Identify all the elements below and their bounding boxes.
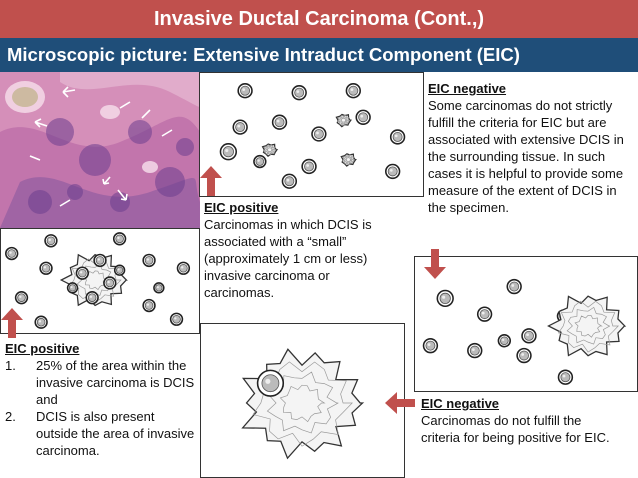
arrow-down-icon	[424, 249, 446, 279]
invasive-carcinoma-separate	[547, 295, 627, 357]
duct-circle	[253, 154, 267, 169]
slide-title: Invasive Ductal Carcinoma (Cont.,)	[0, 0, 638, 38]
duct-circle	[355, 109, 371, 125]
duct-circle	[75, 266, 90, 280]
text-eic-negative-top: EIC negative Some carcinomas do not stri…	[428, 80, 635, 216]
duct-circle	[476, 306, 493, 322]
duct-circle	[44, 234, 58, 248]
diagram-large-invasive-carcinoma	[200, 323, 405, 478]
duct-circle	[436, 289, 454, 308]
invasive-focus	[261, 143, 279, 157]
duct-circle	[232, 119, 248, 135]
duct-circle	[557, 369, 574, 385]
duct-circle	[142, 253, 156, 268]
diagram-left-small-focus	[0, 228, 200, 334]
duct-circle	[271, 114, 288, 130]
duct-circle	[256, 369, 285, 397]
duct-circle	[85, 291, 99, 305]
heading-eic-positive: EIC positive	[204, 200, 279, 215]
duct-circle	[389, 129, 406, 145]
diagram-right-separate-invasive	[414, 256, 638, 392]
text-eic-negative-bottom: EIC negative Carcinomas do not fulfill t…	[421, 395, 621, 446]
list-item: 2. DCIS is also present outside the area…	[5, 409, 195, 458]
duct-circle	[385, 163, 401, 180]
diagram-ducts-top-center	[199, 72, 424, 197]
arrow-left-icon	[385, 392, 415, 414]
invasive-carcinoma-large	[241, 348, 365, 460]
invasive-focus	[335, 113, 352, 128]
duct-circle	[291, 85, 307, 101]
duct-circle	[5, 246, 19, 261]
arrow-up-icon	[200, 166, 222, 196]
invasive-focus	[340, 153, 357, 167]
body-text: Carcinomas in which DCIS is associated w…	[204, 217, 372, 300]
duct-circle	[169, 312, 184, 326]
body-text: Carcinomas do not fulfill the criteria f…	[421, 413, 610, 445]
duct-circle	[311, 126, 327, 142]
duct-circle	[176, 261, 191, 275]
duct-circle	[34, 315, 48, 329]
slide-subtitle: Microscopic picture: Extensive Intraduct…	[0, 38, 638, 72]
text-eic-positive-left: EIC positive 1. 25% of the area within t…	[5, 340, 195, 459]
duct-circle	[66, 282, 79, 294]
duct-circle	[345, 83, 361, 99]
heading-eic-positive: EIC positive	[5, 341, 80, 356]
duct-circle	[142, 298, 156, 313]
criteria-list: 1. 25% of the area within the invasive c…	[5, 357, 195, 459]
duct-circle	[39, 261, 53, 275]
histology-micrograph	[0, 72, 200, 228]
arrow-up-icon	[1, 308, 23, 338]
duct-circle	[301, 158, 317, 175]
duct-circle	[112, 232, 127, 246]
duct-circle	[467, 342, 483, 359]
text-eic-positive-center: EIC positive Carcinomas in which DCIS is…	[204, 199, 394, 301]
duct-circle	[516, 347, 532, 364]
duct-circle	[219, 143, 238, 161]
duct-circle	[153, 282, 165, 294]
duct-circle	[506, 278, 522, 295]
duct-circle	[113, 264, 126, 276]
duct-circle	[14, 291, 29, 305]
duct-circle	[93, 253, 107, 268]
duct-circle	[521, 328, 537, 344]
duct-circle	[281, 173, 298, 189]
heading-eic-negative: EIC negative	[421, 396, 500, 411]
duct-circle	[237, 83, 253, 99]
duct-circle	[103, 276, 117, 290]
duct-circle	[497, 334, 512, 348]
duct-circle	[422, 337, 439, 354]
heading-eic-negative: EIC negative	[428, 81, 507, 96]
body-text: Some carcinomas do not strictly fulfill …	[428, 98, 624, 215]
list-item: 1. 25% of the area within the invasive c…	[5, 358, 195, 407]
